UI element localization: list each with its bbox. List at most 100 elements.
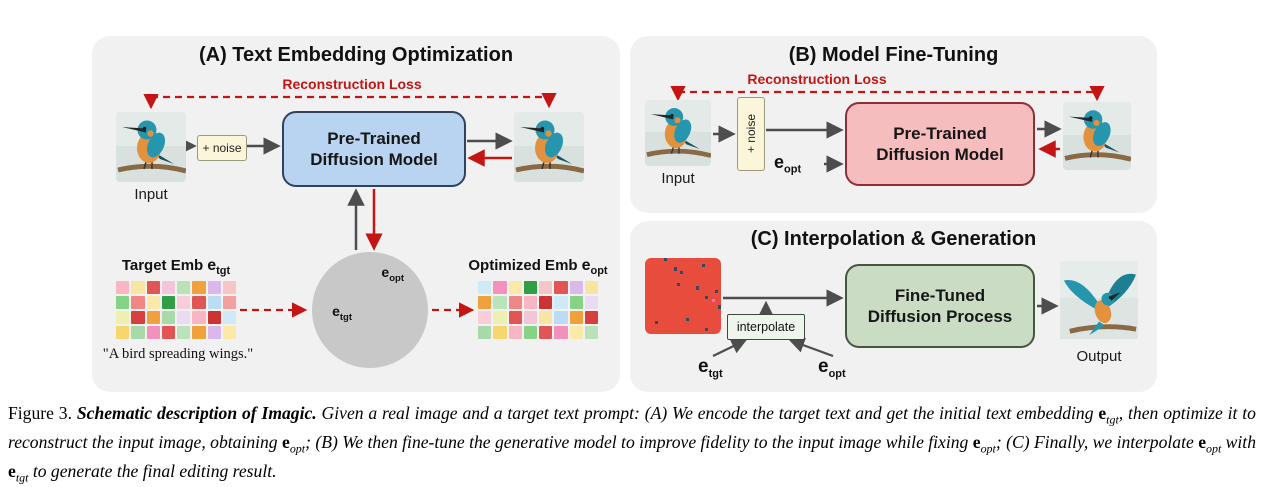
embedding-cell bbox=[131, 281, 145, 294]
embedding-cell bbox=[192, 311, 206, 324]
embedding-cell bbox=[161, 311, 175, 324]
embedding-cell bbox=[478, 296, 492, 309]
output-image-c bbox=[1060, 256, 1138, 344]
embedding-cell bbox=[508, 326, 522, 339]
embedding-cell bbox=[207, 281, 221, 294]
embedding-cell bbox=[161, 326, 175, 339]
flying-bird-image bbox=[1060, 256, 1138, 344]
optimized-emb-prefix: Optimized Emb bbox=[468, 257, 578, 274]
embedding-cell bbox=[146, 311, 160, 324]
e-tgt-point-label: etgt bbox=[318, 303, 352, 323]
noise-box-a: + noise bbox=[197, 135, 247, 161]
finetuned-diffusion-process-box: Fine-Tuned Diffusion Process bbox=[845, 264, 1035, 348]
noise-box-b: + noise bbox=[737, 97, 765, 171]
tgt-subscript: tgt bbox=[339, 311, 352, 323]
embedding-cell bbox=[116, 281, 130, 294]
embedding-cell bbox=[584, 326, 598, 339]
embedding-cell bbox=[207, 326, 221, 339]
input-label-b: Input bbox=[661, 170, 695, 187]
embedding-cell bbox=[478, 311, 492, 324]
embedding-cell bbox=[508, 281, 522, 294]
e-symbol: e bbox=[332, 303, 340, 319]
embedding-cell bbox=[131, 311, 145, 324]
embedding-cell bbox=[161, 281, 175, 294]
e-symbol: e bbox=[774, 152, 785, 172]
embedding-cell bbox=[177, 281, 191, 294]
embedding-cell bbox=[478, 326, 492, 339]
embedding-cell bbox=[222, 311, 236, 324]
panel-b-title: (B) Model Fine-Tuning bbox=[788, 44, 999, 66]
embedding-cell bbox=[493, 281, 507, 294]
embedding-cell bbox=[116, 311, 130, 324]
output-image-b bbox=[1063, 102, 1131, 170]
embedding-cell bbox=[584, 311, 598, 324]
opt-subscript: opt bbox=[590, 265, 608, 278]
embedding-cell bbox=[177, 326, 191, 339]
target-emb-grid bbox=[116, 281, 236, 339]
embedding-cell bbox=[539, 311, 553, 324]
embedding-cell bbox=[146, 326, 160, 339]
embedding-cell bbox=[493, 326, 507, 339]
reconstruction-loss-label-a: Reconstruction Loss bbox=[282, 76, 422, 92]
embedding-cell bbox=[493, 311, 507, 324]
e-symbol: e bbox=[818, 356, 829, 377]
process-box-label: Fine-Tuned Diffusion Process bbox=[867, 285, 1013, 326]
noise-box-b-label: + noise bbox=[744, 114, 758, 154]
input-image-b bbox=[645, 100, 711, 166]
e-symbol: e bbox=[698, 356, 709, 377]
embedding-cell bbox=[493, 296, 507, 309]
embedding-cell bbox=[554, 326, 568, 339]
pretrained-diffusion-model-box-a: Pre-Trained Diffusion Model bbox=[282, 111, 466, 187]
figure-caption: Figure 3. Schematic description of Imagi… bbox=[8, 403, 1256, 485]
embedding-cell bbox=[539, 326, 553, 339]
kingfisher-bird-image bbox=[116, 112, 186, 182]
embedding-cell bbox=[192, 296, 206, 309]
tgt-subscript: tgt bbox=[708, 367, 723, 380]
model-box-b-label: Pre-Trained Diffusion Model bbox=[876, 123, 1004, 164]
embedding-cell bbox=[177, 311, 191, 324]
embedding-cell bbox=[523, 311, 537, 324]
opt-subscript: opt bbox=[389, 272, 404, 284]
embedding-cell bbox=[222, 296, 236, 309]
e-symbol: e bbox=[581, 257, 591, 274]
embedding-cell bbox=[508, 296, 522, 309]
embedding-cell bbox=[523, 326, 537, 339]
random-noise-image bbox=[645, 258, 721, 334]
embedding-cell bbox=[161, 296, 175, 309]
embedding-cell bbox=[146, 281, 160, 294]
embedding-cell bbox=[584, 296, 598, 309]
input-label-a: Input bbox=[134, 186, 168, 203]
noise-box-a-label: + noise bbox=[202, 141, 242, 155]
optimized-emb-grid bbox=[478, 281, 598, 339]
kingfisher-bird-image bbox=[1063, 102, 1131, 170]
embedding-cell bbox=[146, 296, 160, 309]
e-opt-label-c: eopt bbox=[818, 356, 846, 380]
input-image-a bbox=[116, 112, 186, 182]
target-emb-prefix: Target Emb bbox=[121, 257, 204, 274]
panel-a-title: (A) Text Embedding Optimization bbox=[198, 44, 514, 66]
opt-subscript: opt bbox=[828, 367, 846, 380]
kingfisher-bird-image bbox=[645, 100, 711, 166]
embedding-cell bbox=[116, 326, 130, 339]
embedding-cell bbox=[523, 296, 537, 309]
embedding-cell bbox=[192, 326, 206, 339]
embedding-cell bbox=[539, 296, 553, 309]
e-opt-symbol: eopt bbox=[581, 257, 608, 278]
reconstruction-loss-label-b: Reconstruction Loss bbox=[747, 71, 887, 87]
embedding-cell bbox=[584, 281, 598, 294]
e-opt-point-label: eopt bbox=[366, 264, 404, 284]
embedding-cell bbox=[569, 326, 583, 339]
embedding-cell bbox=[539, 281, 553, 294]
embedding-cell bbox=[478, 281, 492, 294]
embedding-cell bbox=[207, 296, 221, 309]
embedding-cell bbox=[116, 296, 130, 309]
pretrained-diffusion-model-box-b: Pre-Trained Diffusion Model bbox=[845, 102, 1035, 186]
embedding-cell bbox=[131, 326, 145, 339]
embedding-cell bbox=[222, 281, 236, 294]
embedding-cell bbox=[554, 281, 568, 294]
e-tgt-symbol: etgt bbox=[207, 257, 230, 277]
output-image-a bbox=[514, 112, 584, 182]
